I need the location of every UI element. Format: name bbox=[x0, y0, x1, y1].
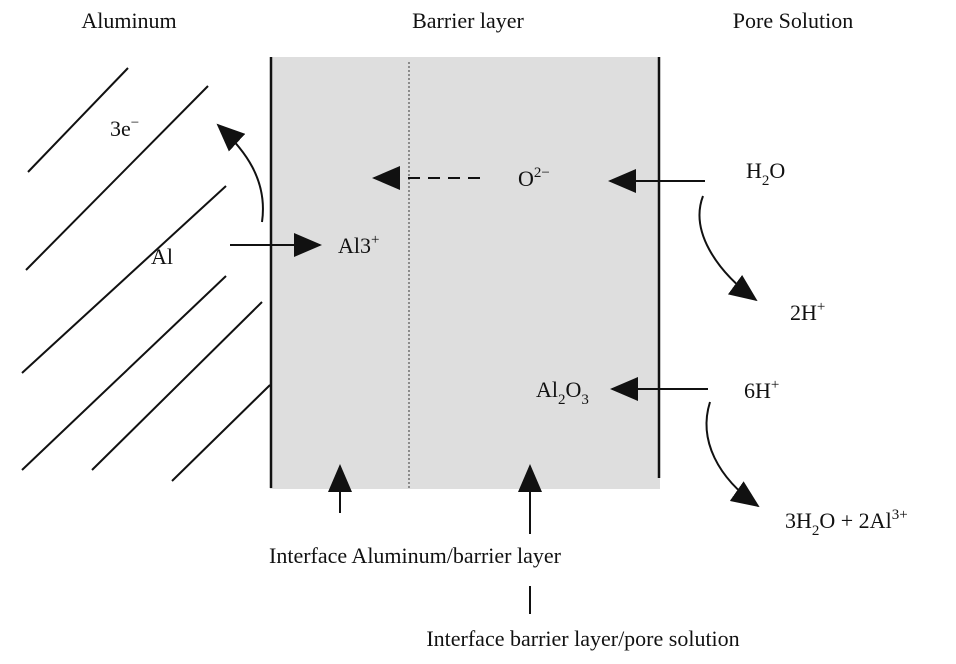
electrons-label: 3e− bbox=[110, 115, 139, 141]
aluminum-hatching bbox=[21, 67, 271, 482]
al3-label: Al3+ bbox=[338, 232, 379, 258]
oxide-ion-label: O2− bbox=[518, 165, 550, 191]
water-label: H2O bbox=[746, 158, 785, 189]
header-barrier-layer: Barrier layer bbox=[412, 8, 524, 33]
barrier-layer-region bbox=[270, 57, 660, 489]
al-label: Al bbox=[151, 244, 173, 269]
proton-6-label: 6H+ bbox=[744, 377, 779, 403]
header-pore-solution: Pore Solution bbox=[733, 8, 853, 33]
proton-2-label: 2H+ bbox=[790, 299, 825, 325]
product-label: 3H2O + 2Al3+ bbox=[785, 507, 908, 539]
interface-barrier-pore-label: Interface barrier layer/pore solution bbox=[426, 626, 739, 651]
dissolution-arrow bbox=[705, 401, 760, 508]
header-aluminum: Aluminum bbox=[81, 8, 176, 33]
water-dissociation-arrow bbox=[698, 195, 758, 302]
alumina-label: Al2O3 bbox=[536, 377, 589, 408]
interface-metal-barrier-label: Interface Aluminum/barrier layer bbox=[269, 543, 562, 568]
electron-release-arrow bbox=[216, 123, 264, 223]
